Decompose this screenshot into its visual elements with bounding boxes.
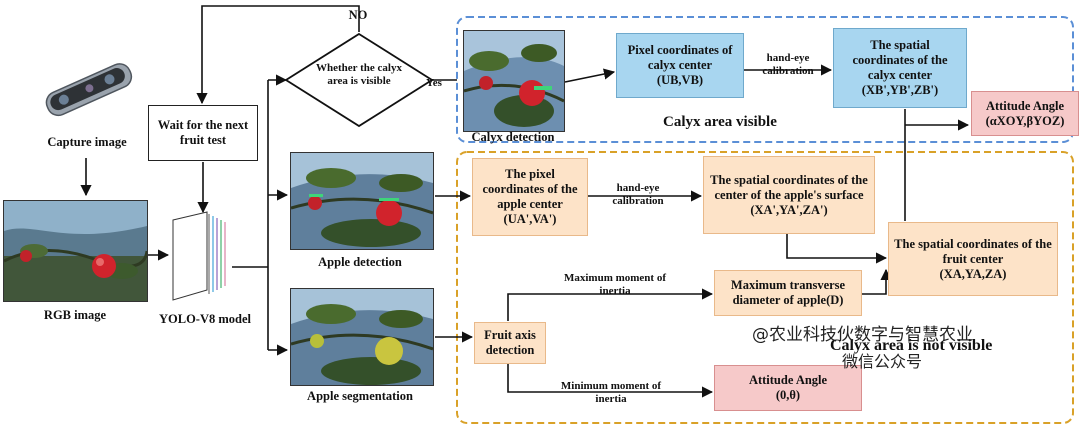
watermark-line-2: 微信公众号 (842, 352, 923, 371)
apple-detection-photo (290, 152, 434, 250)
fruit-center-coordinates-box: The spatial coordinates of the fruit cen… (888, 222, 1058, 296)
depth-camera-image (38, 60, 138, 120)
hand-eye-calibration-top: hand-eye calibration (762, 52, 814, 77)
calyx-spatial-coords: (XB',YB',ZB') (861, 83, 939, 97)
calyx-pixel-title: Pixel coordinates of calyx center (627, 43, 733, 72)
calyx-pixel-coords: (UB,VB) (656, 73, 704, 87)
region-frame-visible (456, 16, 1074, 143)
capture-image-label: Capture image (47, 135, 127, 149)
calyx-not-visible-region-title: Calyx area is not visible (830, 337, 993, 354)
fruit-center-coords: (XA,YA,ZA) (939, 266, 1007, 281)
apple-segmentation-photo (290, 288, 434, 386)
decision-text: Whether the calyx area is visible (316, 62, 402, 87)
watermark-line-1: @农业科技伙数字与智慧农业 (752, 325, 973, 345)
decision-diamond (284, 32, 434, 128)
calyx-spatial-title: The spatial coordinates of the calyx cen… (852, 38, 948, 82)
region-frame-not-visible (456, 151, 1074, 424)
no-label: NO (348, 8, 368, 22)
calyx-detection-photo (463, 30, 565, 132)
calyx-spatial-coordinates-box: The spatial coordinates of the calyx cen… (833, 28, 967, 108)
attitude-bottom-title: Attitude Angle (748, 373, 828, 387)
yolo-model-icon (169, 210, 233, 302)
max-transverse-diameter-box: Maximum transverse diameter of apple(D) (714, 270, 862, 316)
fruit-axis-detection-box: Fruit axis detection (474, 322, 546, 364)
attitude-angle-top-box: Attitude Angle (αXOY,βYOZ) (971, 91, 1079, 136)
rgb-image-label: RGB image (43, 308, 107, 322)
attitude-top-value: (αXOY,βYOZ) (985, 113, 1065, 128)
calyx-visible-region-title: Calyx area visible (663, 114, 777, 130)
apple-pixel-title: The pixel coordinates of the apple cente… (482, 167, 578, 211)
apple-surface-center-box: The spatial coordinates of the center of… (703, 156, 875, 234)
calyx-pixel-coordinates-box: Pixel coordinates of calyx center (UB,VB… (616, 33, 744, 98)
apple-segmentation-label: Apple segmentation (307, 389, 413, 403)
rgb-image-photo (3, 200, 148, 302)
apple-pixel-coords: (UA',VA') (503, 212, 557, 226)
surface-center-title: The spatial coordinates of the center of… (710, 172, 868, 202)
apple-pixel-coordinates-box: The pixel coordinates of the apple cente… (472, 158, 588, 236)
attitude-bottom-value: (0,θ) (775, 388, 801, 402)
calyx-detection-label: Calyx detection (471, 130, 555, 144)
apple-detection-label: Apple detection (318, 255, 402, 269)
fruit-center-title: The spatial coordinates of the fruit cen… (894, 236, 1052, 266)
hand-eye-calibration-bottom: hand-eye calibration (612, 182, 664, 207)
attitude-top-title: Attitude Angle (985, 98, 1065, 113)
surface-center-coords: (XA',YA',ZA') (750, 202, 828, 217)
yes-label: Yes (426, 77, 442, 89)
minimum-moment-label: Minimum moment of inertia (560, 380, 662, 405)
maximum-moment-label: Maximum moment of inertia (563, 272, 667, 297)
wait-next-fruit-box: Wait for the next fruit test (148, 105, 258, 161)
attitude-angle-bottom-box: Attitude Angle (0,θ) (714, 365, 862, 411)
yolo-model-label: YOLO-V8 model (158, 312, 251, 326)
